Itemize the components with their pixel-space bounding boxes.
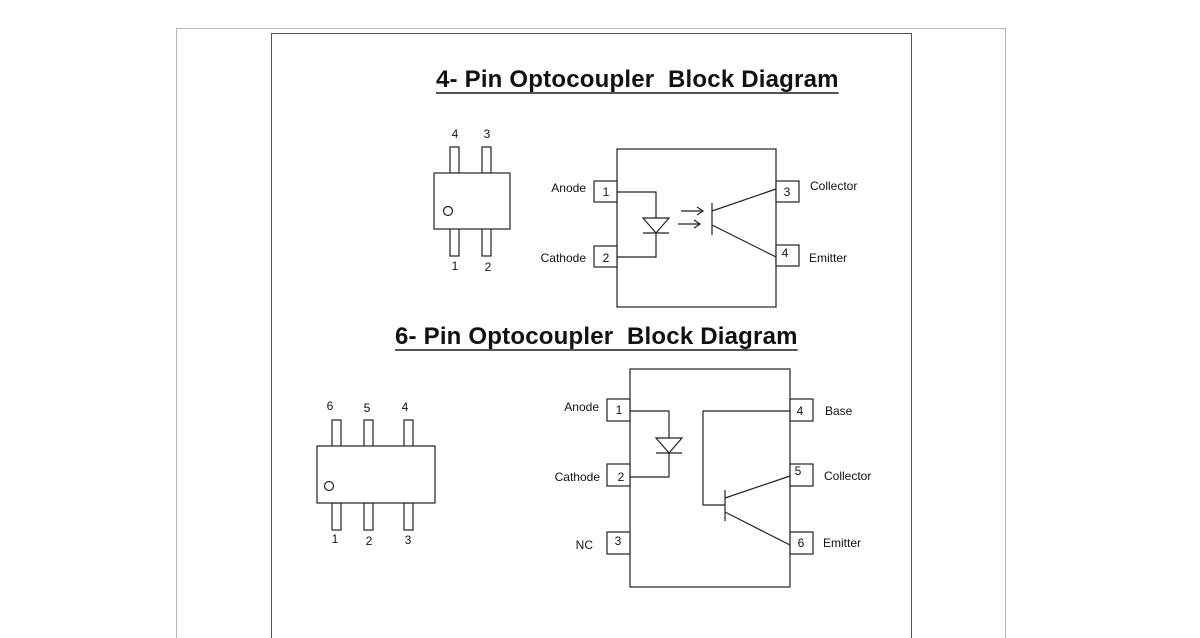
pin-number: 1 (616, 403, 623, 417)
pin-label-nc: NC (576, 538, 594, 552)
pin-number: 6 (798, 536, 805, 550)
pin-label-collector: Collector (810, 179, 857, 193)
package-lead (403, 419, 414, 448)
package-pin-number: 1 (332, 532, 339, 546)
pin-label-emitter: Emitter (809, 251, 847, 265)
led-icon (617, 191, 671, 258)
package-pin-number: 6 (327, 399, 334, 413)
package-pin-number: 3 (405, 533, 412, 547)
block-body (616, 148, 777, 308)
pin-number: 3 (784, 185, 791, 199)
pin-number: 5 (795, 464, 802, 478)
pin-box (775, 180, 800, 203)
pin-number: 4 (782, 246, 789, 260)
outer-frame (176, 28, 1006, 638)
pin-label-cathode: Cathode (555, 470, 601, 484)
package-lead (403, 502, 414, 531)
package-lead (331, 419, 342, 448)
package-lead (449, 227, 460, 257)
package-pin-number: 2 (366, 534, 373, 548)
pin1-indicator-icon (442, 205, 454, 217)
package-body (433, 172, 511, 230)
package-pin-number: 1 (452, 259, 459, 273)
package-body (316, 445, 436, 504)
pin-label-cathode: Cathode (541, 251, 587, 265)
block-4-pin (593, 148, 800, 308)
package-6-pin (316, 419, 436, 531)
package-lead (363, 502, 374, 531)
package-pin-number: 3 (484, 127, 491, 141)
pin-number: 2 (618, 470, 625, 484)
title-4-pin: 4- Pin Optocoupler Block Diagram (436, 66, 839, 93)
pin-box (606, 463, 631, 487)
phototransistor-icon (711, 188, 777, 258)
package-4-pin (433, 146, 511, 257)
pin-label-anode: Anode (564, 400, 599, 414)
pin-box (789, 398, 814, 422)
pin-box (606, 398, 631, 422)
package-lead (481, 146, 492, 174)
pin-number: 4 (797, 404, 804, 418)
pin-number: 3 (615, 534, 622, 548)
package-pin-number: 2 (485, 260, 492, 274)
pin-box (775, 244, 800, 267)
package-lead (331, 502, 342, 531)
pin-label-base: Base (825, 404, 853, 418)
block-body (629, 368, 791, 588)
pin-box (606, 531, 631, 555)
pin-box (789, 531, 814, 555)
pin-number: 2 (603, 251, 610, 265)
pin-label-collector: Collector (824, 469, 871, 483)
package-pin-number: 5 (364, 401, 371, 415)
package-pin-number: 4 (402, 400, 409, 414)
package-pin-number: 4 (452, 127, 459, 141)
led-icon (630, 410, 684, 478)
pin-label-emitter: Emitter (823, 536, 861, 550)
package-lead (363, 419, 374, 448)
pin1-indicator-icon (323, 480, 335, 492)
block-6-pin (606, 368, 814, 588)
package-lead (449, 146, 460, 174)
pin-box (789, 463, 814, 487)
pin-label-anode: Anode (551, 181, 586, 195)
pin-number: 1 (603, 185, 610, 199)
light-arrows-icon (678, 206, 705, 229)
title-6-pin: 6- Pin Optocoupler Block Diagram (395, 323, 798, 350)
package-lead (481, 227, 492, 257)
transistor-icon (702, 410, 791, 546)
